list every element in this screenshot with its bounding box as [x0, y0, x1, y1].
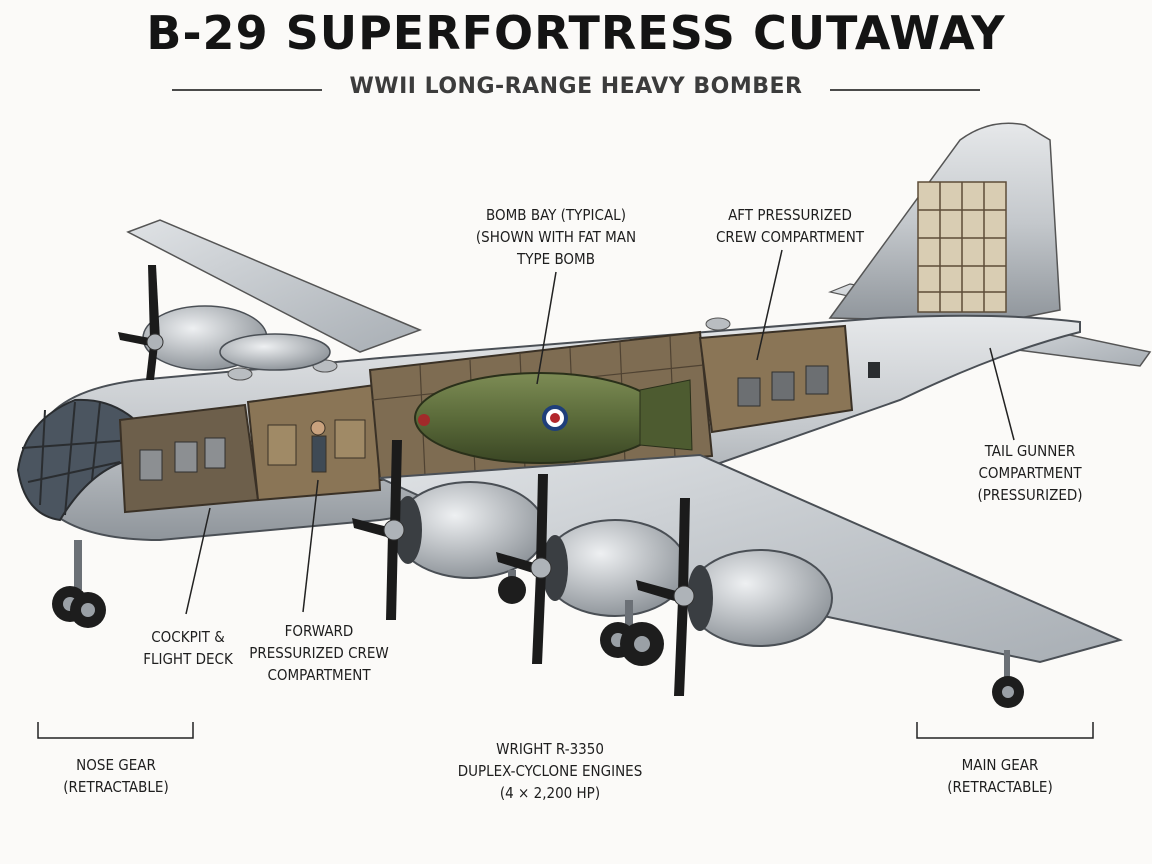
leader-tail-gunner [989, 347, 1015, 441]
tail-gear-illustration [992, 650, 1024, 708]
nose-gear-illustration [52, 540, 106, 628]
fat-man-bomb [414, 372, 693, 464]
leader-aft-compartment [756, 249, 783, 361]
far-engine-inboard [219, 333, 331, 371]
leader-cockpit [185, 507, 211, 615]
label-aft-compartment: AFT PRESSURIZED CREW COMPARTMENT [715, 206, 865, 246]
engine-1 [394, 481, 546, 579]
label-main-gear: MAIN GEAR (RETRACTABLE) [947, 756, 1053, 796]
label-nose-gear: NOSE GEAR (RETRACTABLE) [63, 756, 169, 796]
bracket-nose-gear [37, 722, 194, 739]
far-propeller [118, 265, 164, 380]
tail-marking [868, 362, 880, 378]
title-divider-left [172, 89, 322, 91]
engine-3 [687, 549, 833, 647]
engine-2 [542, 519, 688, 617]
main-gear-illustration [498, 570, 664, 666]
bracket-main-gear [916, 722, 1094, 739]
propeller-3 [636, 498, 695, 696]
label-forward-compartment: FORWARD PRESSURIZED CREW COMPARTMENT [249, 622, 389, 684]
label-cockpit: COCKPIT & FLIGHT DECK [143, 628, 233, 668]
leader-forward-compartment [302, 479, 319, 613]
leader-bomb-bay [536, 271, 557, 385]
page-title: B-29 SUPERFORTRESS CUTAWAY [146, 6, 1006, 60]
title-divider-right [830, 89, 980, 91]
label-bomb-bay: BOMB BAY (TYPICAL) (SHOWN WITH FAT MAN T… [475, 206, 637, 268]
top-turret-forward [227, 367, 253, 381]
propeller-2 [496, 474, 552, 664]
label-tail-gunner: TAIL GUNNER COMPARTMENT (PRESSURIZED) [977, 442, 1083, 504]
top-turret-aft [705, 317, 731, 331]
propeller-1 [352, 440, 405, 620]
left-wing [126, 219, 423, 353]
page-subtitle: WWII LONG-RANGE HEAVY BOMBER [349, 74, 803, 99]
tail-structure-cutaway [917, 181, 1007, 313]
label-engines: WRIGHT R-3350 DUPLEX-CYCLONE ENGINES (4 … [457, 740, 643, 802]
